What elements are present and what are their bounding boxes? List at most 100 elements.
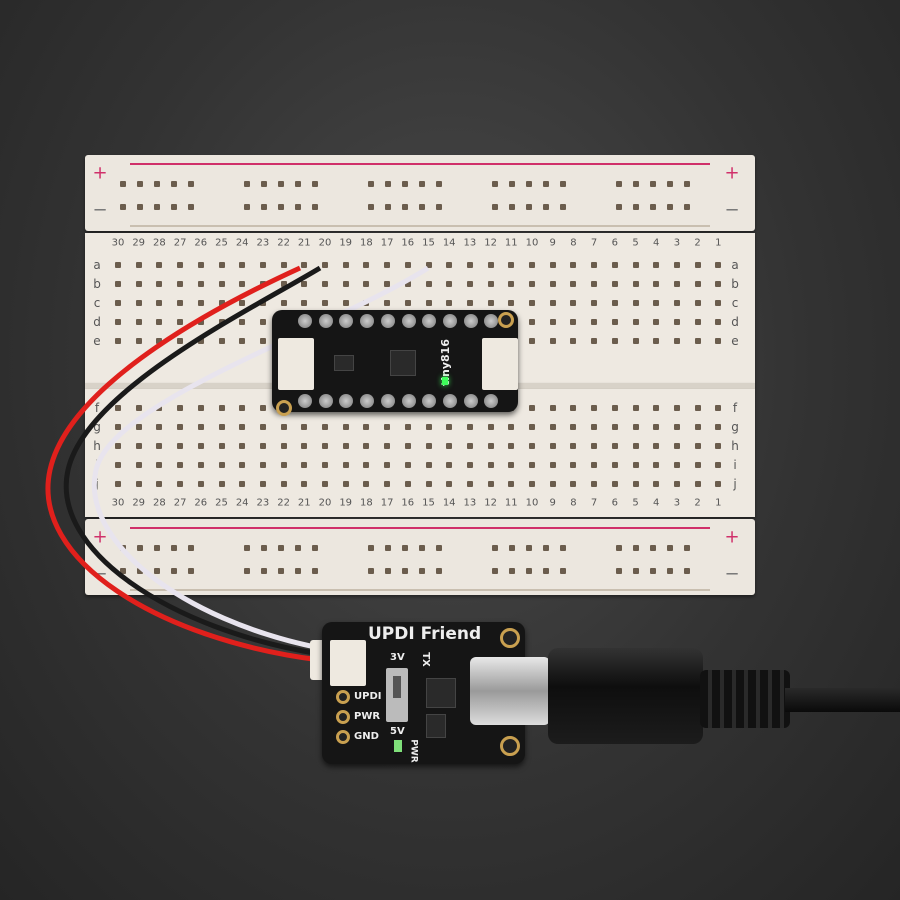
rail-hole	[543, 545, 549, 551]
tx-label: TX	[419, 652, 431, 667]
rail-hole	[667, 204, 673, 210]
breadboard-hole	[425, 281, 432, 287]
breadboard-hole	[446, 481, 453, 487]
breadboard-hole	[508, 443, 515, 449]
breadboard-hole	[673, 481, 680, 487]
rail-hole	[492, 204, 498, 210]
breadboard-hole	[218, 281, 225, 287]
rail-minus-sign: −	[92, 199, 108, 221]
breadboard-hole	[239, 262, 246, 268]
rail-hole	[509, 568, 515, 574]
breadboard-hole	[611, 462, 618, 468]
rail-line-negative	[130, 225, 710, 227]
pin-pad-updi	[336, 690, 350, 704]
column-number: 2	[694, 237, 701, 249]
rail-plus-sign: +	[92, 162, 108, 184]
breadboard-hole	[218, 481, 225, 487]
header-pin	[463, 394, 478, 408]
rail-hole	[171, 568, 177, 574]
breadboard-hole	[694, 424, 701, 430]
rail-hole	[650, 545, 656, 551]
breadboard-hole	[508, 462, 515, 468]
rail-hole	[261, 204, 267, 210]
rail-hole	[436, 568, 442, 574]
breadboard-hole	[280, 424, 287, 430]
breadboard-hole	[529, 281, 535, 287]
breadboard-hole	[259, 405, 266, 411]
breadboard-hole	[694, 262, 701, 268]
breadboard-hole	[653, 462, 660, 468]
breadboard-hole	[301, 300, 308, 306]
breadboard-hole	[135, 443, 142, 449]
rail-plus-sign: +	[92, 526, 108, 548]
breadboard-hole	[280, 462, 287, 468]
column-number: 30	[111, 497, 125, 509]
header-pin	[484, 394, 499, 408]
breadboard-hole	[570, 405, 577, 411]
breadboard-hole	[570, 481, 577, 487]
breadboard-hole	[280, 262, 287, 268]
breadboard-hole	[570, 319, 577, 325]
rail-hole	[526, 568, 532, 574]
header-pin	[442, 394, 457, 408]
rail-hole	[667, 568, 673, 574]
breadboard-hole	[322, 281, 328, 287]
column-number: 7	[590, 237, 598, 249]
breadboard-hole	[570, 443, 577, 449]
rail-hole	[137, 204, 143, 210]
rail-hole	[278, 181, 284, 187]
column-number: 18	[360, 497, 373, 509]
breadboard-hole	[508, 262, 515, 268]
breadboard-hole	[611, 262, 618, 268]
breadboard-hole	[673, 319, 680, 325]
breadboard-hole	[591, 300, 598, 306]
rail-hole	[419, 204, 425, 210]
breadboard-hole	[549, 405, 556, 411]
header-pin	[401, 394, 416, 408]
pin-label-updi: UPDI	[354, 691, 382, 702]
voltage-switch[interactable]	[386, 668, 408, 722]
header-pin	[360, 314, 375, 328]
breadboard-hole	[342, 424, 349, 430]
breadboard-hole	[218, 300, 225, 306]
usb-c-cable-plug[interactable]	[548, 648, 703, 744]
usb-c-connector	[470, 657, 550, 725]
breadboard-hole	[549, 424, 556, 430]
breadboard-hole	[549, 300, 556, 306]
breadboard-hole	[529, 405, 535, 411]
rail-hole	[560, 181, 566, 187]
breadboard-hole	[135, 319, 142, 325]
breadboard-hole	[632, 338, 639, 344]
breadboard-hole	[135, 338, 142, 344]
breadboard-hole	[466, 481, 473, 487]
column-number: 28	[153, 497, 166, 509]
rail-hole	[171, 181, 177, 187]
column-number: 23	[256, 237, 270, 249]
breadboard-hole	[549, 262, 556, 268]
breadboard-hole	[384, 462, 391, 468]
wire-red	[45, 265, 321, 663]
column-number: 9	[549, 237, 556, 249]
breadboard-hole	[570, 338, 577, 344]
breadboard-hole	[301, 424, 308, 430]
breadboard-hole	[156, 338, 163, 344]
breadboard-hole	[570, 262, 577, 268]
breadboard-hole	[404, 262, 411, 268]
breadboard-hole	[425, 300, 432, 306]
row-letter: a	[731, 258, 739, 272]
breadboard-hole	[508, 481, 515, 487]
rail-hole	[492, 181, 498, 187]
rail-hole	[509, 181, 515, 187]
column-number: 2	[694, 497, 701, 509]
row-letter: b	[93, 277, 101, 291]
column-number: 11	[504, 497, 518, 509]
pin-label-gnd: GND	[354, 731, 379, 742]
column-number: 16	[401, 497, 415, 509]
breadboard-hole	[197, 319, 204, 325]
breadboard-hole	[259, 262, 266, 268]
breadboard-hole	[570, 462, 577, 468]
breadboard-hole	[653, 262, 660, 268]
breadboard-hole	[466, 281, 473, 287]
breadboard-hole	[115, 300, 121, 306]
rail-hole	[261, 181, 267, 187]
